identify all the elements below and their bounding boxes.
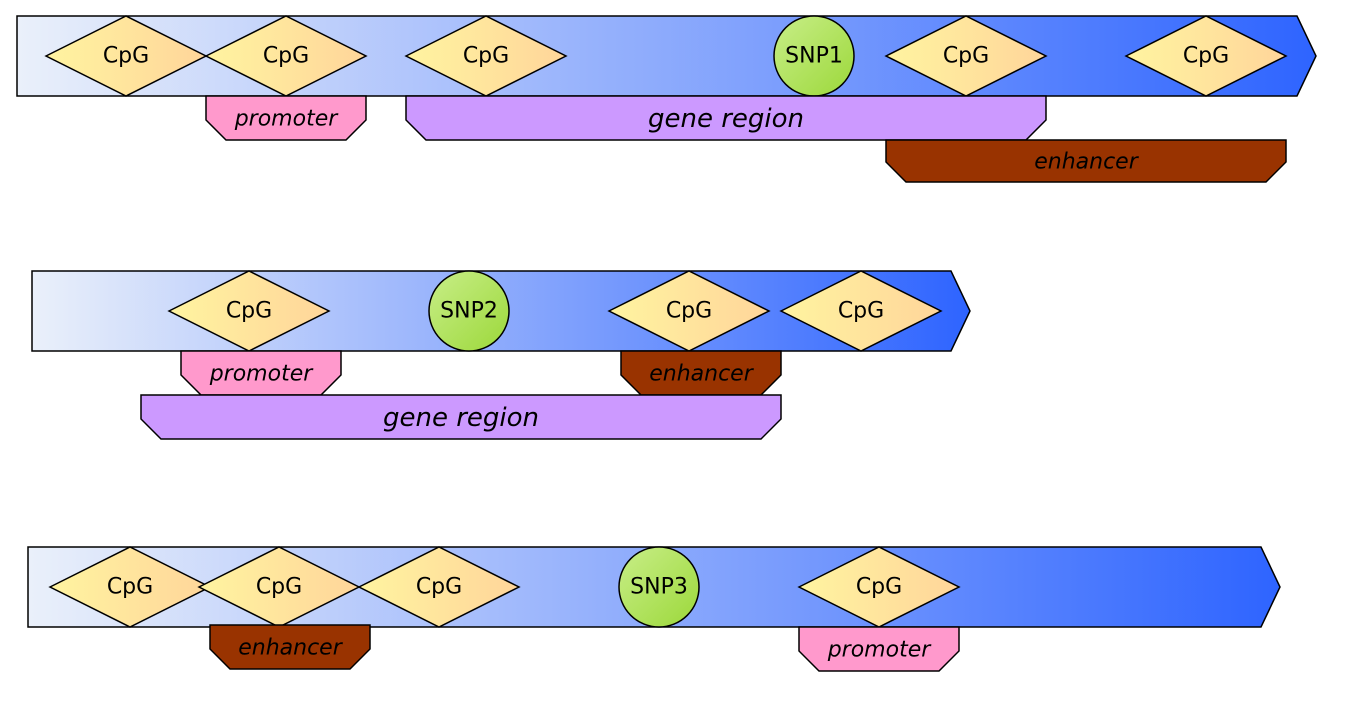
cpg-label: CpG bbox=[463, 44, 509, 69]
cpg-diamond bbox=[797, 546, 961, 628]
feature-promoter: promoter bbox=[205, 95, 367, 141]
cpg-label: CpG bbox=[1183, 44, 1229, 69]
feature-box bbox=[205, 95, 367, 141]
cpg-diamond bbox=[204, 15, 368, 97]
cpg-diamond bbox=[167, 270, 331, 352]
feature-box bbox=[209, 624, 371, 670]
feature-enhancer: enhancer bbox=[885, 139, 1287, 183]
cpg-diamond bbox=[884, 15, 1048, 97]
cpg-diamond bbox=[404, 15, 568, 97]
cpg-label: CpG bbox=[416, 575, 462, 600]
feature-box bbox=[140, 394, 782, 440]
cpg-site: CpG bbox=[167, 270, 331, 352]
cpg-label: CpG bbox=[103, 44, 149, 69]
feature-gene-region: gene region bbox=[405, 95, 1047, 141]
cpg-label: CpG bbox=[263, 44, 309, 69]
feature-label: promoter bbox=[234, 107, 340, 132]
cpg-diamond bbox=[779, 270, 943, 352]
feature-gene-region: gene region bbox=[140, 394, 782, 440]
cpg-site: CpG bbox=[357, 546, 521, 628]
cpg-site: CpG bbox=[884, 15, 1048, 97]
track-1: CpG CpG CpG CpG CpG SNP1 promoter gene region en… bbox=[16, 15, 1317, 183]
feature-label: enhancer bbox=[1034, 150, 1139, 175]
feature-promoter: promoter bbox=[180, 350, 342, 396]
snp-circle bbox=[618, 546, 700, 628]
feature-label: gene region bbox=[383, 403, 539, 433]
cpg-diamond bbox=[1124, 15, 1288, 97]
cpg-label: CpG bbox=[838, 299, 884, 324]
cpg-label: CpG bbox=[256, 575, 302, 600]
snp-label: SNP2 bbox=[440, 299, 498, 324]
cpg-label: CpG bbox=[107, 575, 153, 600]
snp-label: SNP1 bbox=[785, 44, 843, 69]
feature-enhancer: enhancer bbox=[620, 350, 782, 396]
cpg-label: CpG bbox=[856, 575, 902, 600]
cpg-site: CpG bbox=[48, 546, 212, 628]
track-3: CpG CpG CpG CpG SNP3 enhancer promoter bbox=[27, 546, 1281, 672]
feature-box bbox=[885, 139, 1287, 183]
cpg-label: CpG bbox=[666, 299, 712, 324]
cpg-site: CpG bbox=[779, 270, 943, 352]
feature-label: promoter bbox=[209, 362, 315, 387]
feature-promoter: promoter bbox=[798, 626, 960, 672]
cpg-site: CpG bbox=[607, 270, 771, 352]
snp-marker: SNP3 bbox=[618, 546, 700, 628]
feature-label: gene region bbox=[648, 104, 804, 134]
snp-marker: SNP1 bbox=[773, 15, 855, 97]
cpg-site: CpG bbox=[204, 15, 368, 97]
feature-enhancer: enhancer bbox=[209, 624, 371, 670]
snp-marker: SNP2 bbox=[428, 270, 510, 352]
cpg-site: CpG bbox=[404, 15, 568, 97]
cpg-label: CpG bbox=[943, 44, 989, 69]
cpg-diamond bbox=[357, 546, 521, 628]
cpg-site: CpG bbox=[1124, 15, 1288, 97]
feature-label: enhancer bbox=[649, 362, 754, 387]
snp-label: SNP3 bbox=[630, 575, 688, 600]
snp-circle bbox=[428, 270, 510, 352]
feature-label: enhancer bbox=[238, 636, 343, 661]
feature-label: promoter bbox=[827, 638, 933, 663]
cpg-label: CpG bbox=[226, 299, 272, 324]
track-2: CpG CpG CpG SNP2 promoter enhancer gene region bbox=[31, 270, 971, 440]
feature-box bbox=[798, 626, 960, 672]
cpg-diamond bbox=[607, 270, 771, 352]
cpg-site: CpG bbox=[44, 15, 208, 97]
cpg-site: CpG bbox=[797, 546, 961, 628]
